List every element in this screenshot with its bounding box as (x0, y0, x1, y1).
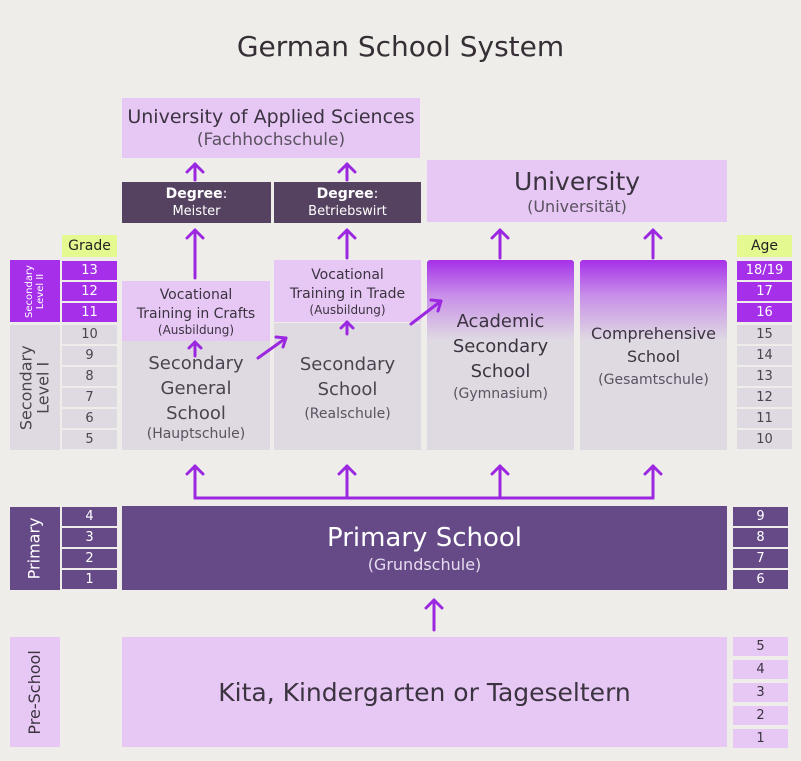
grade-cell: 11 (62, 303, 117, 322)
arrow-head (185, 464, 205, 476)
arrow-realschule-to-gymnasium (409, 299, 443, 326)
age-cell: 17 (737, 282, 792, 301)
voc-trade-sub: (Ausbildung) (309, 303, 386, 317)
gesamtschule-line1: Comprehensive (591, 324, 716, 343)
grade-header: Grade (62, 235, 117, 257)
voc-trade-box: Vocational Training in Trade (Ausbildung… (274, 260, 421, 322)
age-cell: 11 (737, 409, 792, 428)
age-header: Age (737, 235, 792, 257)
arrow-head (429, 298, 443, 313)
age-cell: 13 (737, 367, 792, 386)
voc-crafts-box: Vocational Training in Crafts (Ausbildun… (122, 281, 270, 341)
gesamtschule-box: Comprehensive School (Gesamtschule) (580, 260, 727, 450)
arrow-hauptschule-to-realschule (256, 336, 288, 360)
uas-name: University of Applied Sciences (127, 106, 415, 128)
realschule-sub: (Realschule) (304, 405, 391, 422)
arrow-head (337, 464, 357, 476)
arrow-head (185, 162, 205, 174)
age-cell: 6 (733, 570, 788, 589)
primary-school-box: Primary School (Grundschule) (122, 506, 727, 590)
degree-betriebswirt-label: Degree (316, 186, 374, 202)
degree-meister-label: Degree (165, 186, 223, 202)
arrow-head (187, 340, 203, 350)
grade-cell: 3 (62, 528, 117, 547)
uas-box: University of Applied Sciences (Fachhoch… (122, 98, 420, 158)
gymnasium-line3: School (470, 360, 531, 382)
gesamtschule-sub: (Gesamtschule) (598, 372, 709, 388)
preschool-box-name: Kita, Kindergarten or Tageseltern (218, 677, 631, 707)
gymnasium-box: Academic Secondary School (Gymnasium) (427, 260, 574, 450)
realschule-line2: School (317, 378, 378, 400)
secondary-level-1-label: Secondary Level I (10, 325, 60, 450)
degree-betriebswirt-value: Betriebswirt (308, 204, 387, 219)
grade-cell: 2 (62, 549, 117, 568)
university-name: University (513, 166, 641, 196)
university-box: University (Universität) (427, 160, 727, 222)
arrow-head (274, 335, 288, 349)
realschule-box: Secondary School (Realschule) (274, 323, 421, 450)
preschool-label: Pre-School (10, 637, 60, 747)
voc-trade-line1: Vocational (311, 267, 384, 283)
grade-cell: 10 (62, 325, 117, 344)
hauptschule-line1: Secondary (148, 353, 244, 374)
arrow-head (337, 228, 357, 240)
page-title: German School System (236, 30, 565, 63)
grade-cell: 8 (62, 367, 117, 386)
grade-cell: 5 (62, 430, 117, 449)
grade-cell: 9 (62, 346, 117, 365)
age-cell: 18/19 (737, 261, 792, 280)
arrow-head (490, 228, 510, 240)
uas-sub: (Fachhochschule) (196, 130, 346, 150)
gymnasium-line1: Academic (456, 310, 545, 332)
arrow-head (185, 228, 205, 240)
voc-crafts-line1: Vocational (159, 287, 233, 303)
grade-cell: 12 (62, 282, 117, 301)
hauptschule-line2: General (160, 378, 232, 399)
age-cell: 16 (737, 303, 792, 322)
degree-meister-box: Degree: Meister (122, 182, 271, 223)
arrow-head (424, 598, 444, 610)
grade-cell: 13 (62, 261, 117, 280)
voc-crafts-line2: Training in Crafts (136, 306, 256, 322)
primary-school-sub: (Grundschule) (367, 554, 482, 574)
gymnasium-sub: (Gymnasium) (453, 385, 548, 402)
degree-meister-value: Meister (172, 204, 221, 219)
voc-crafts-sub: (Ausbildung) (157, 323, 235, 337)
age-cell: 15 (737, 325, 792, 344)
gymnasium-line2: Secondary (452, 335, 549, 357)
voc-trade-line2: Training in Trade (289, 286, 406, 302)
gesamtschule-line2: School (626, 347, 681, 366)
age-cell: 4 (733, 660, 788, 679)
age-cell: 5 (733, 637, 788, 656)
arrow-head (643, 228, 663, 240)
age-cell: 12 (737, 388, 792, 407)
arrow-head (643, 464, 663, 476)
hauptschule-line3: School (166, 403, 226, 424)
realschule-line1: Secondary (299, 353, 396, 375)
age-cell: 3 (733, 683, 788, 702)
age-cell: 2 (733, 706, 788, 725)
primary-school-name: Primary School (326, 522, 523, 553)
degree-betriebswirt-box: Degree: Betriebswirt (274, 182, 421, 223)
arrow-head (490, 464, 510, 476)
grade-cell: 7 (62, 388, 117, 407)
age-cell: 7 (733, 549, 788, 568)
arrow-head (337, 162, 357, 174)
age-cell: 10 (737, 430, 792, 449)
hauptschule-sub: (Hauptschule) (146, 426, 246, 442)
university-sub: (Universität) (527, 196, 627, 216)
age-cell: 1 (733, 729, 788, 748)
age-cell: 14 (737, 346, 792, 365)
age-cell: 8 (733, 528, 788, 547)
age-cell: 9 (733, 507, 788, 526)
grade-cell: 4 (62, 507, 117, 526)
grade-cell: 1 (62, 570, 117, 589)
preschool-box: Kita, Kindergarten or Tageseltern (122, 637, 727, 747)
secondary-level-2-label: Secondary Level II (10, 260, 60, 322)
primary-label: Primary (10, 507, 60, 590)
arrow-head (339, 320, 355, 330)
grade-cell: 6 (62, 409, 117, 428)
